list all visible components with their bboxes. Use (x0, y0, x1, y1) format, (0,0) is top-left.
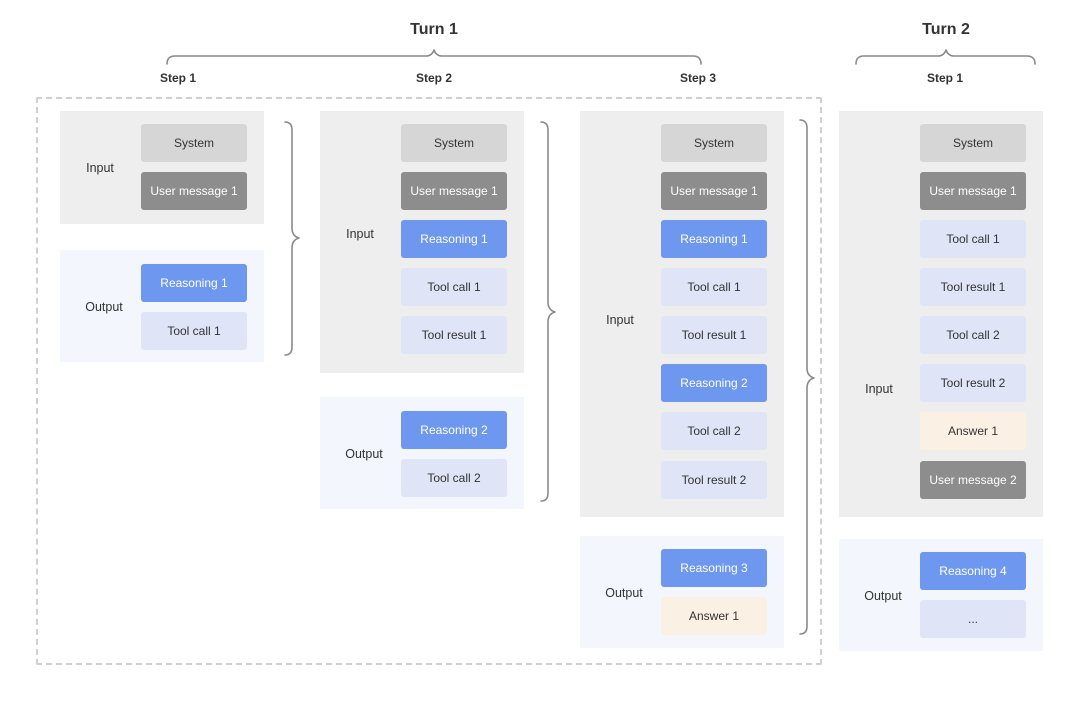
input-label: Input (346, 227, 374, 241)
system-chip: System (920, 124, 1026, 162)
tool-result-chip: Tool result 1 (920, 268, 1026, 306)
system-chip: System (141, 124, 247, 162)
output-label: Output (85, 300, 123, 314)
reasoning-chip: Reasoning 1 (141, 264, 247, 302)
output-label: Output (605, 586, 643, 600)
turn-2-step-1-label: Step 1 (926, 71, 963, 85)
system-chip: System (401, 124, 507, 162)
tool-call-chip: Tool call 2 (401, 459, 507, 497)
tool-call-chip: Tool call 1 (661, 268, 767, 306)
tool-result-chip: Tool result 1 (661, 316, 767, 354)
input-label: Input (865, 382, 893, 396)
reasoning-chip: Reasoning 1 (661, 220, 767, 258)
user-message-chip: User message 1 (401, 172, 507, 210)
user-message-chip: User message 1 (920, 172, 1026, 210)
turn-1-step-3-label: Step 3 (679, 71, 716, 85)
reasoning-chip: Reasoning 4 (920, 552, 1026, 590)
reasoning-chip: Reasoning 1 (401, 220, 507, 258)
user-message-chip: User message 2 (920, 461, 1026, 499)
output-label: Output (345, 447, 383, 461)
answer-chip: Answer 1 (920, 412, 1026, 450)
input-label: Input (86, 161, 114, 175)
turn-2-title: Turn 2 (922, 21, 970, 38)
tool-result-chip: Tool result 2 (920, 364, 1026, 402)
tool-call-chip: Tool call 1 (920, 220, 1026, 258)
input-label: Input (606, 313, 634, 327)
t1s1-input-panel: Input System User message 1 (60, 111, 264, 224)
tool-call-chip: Tool call 1 (401, 268, 507, 306)
tool-result-chip: Tool result 1 (401, 316, 507, 354)
turn-1-step-2-label: Step 2 (415, 71, 452, 85)
t1s3-output-panel: Output Reasoning 3 Answer 1 (580, 536, 784, 648)
tool-call-chip: Tool call 2 (920, 316, 1026, 354)
reasoning-chip: Reasoning 3 (661, 549, 767, 587)
user-message-chip: User message 1 (661, 172, 767, 210)
t1s3-input-panel: Input System User message 1 Reasoning 1 … (580, 111, 784, 517)
t2s1-output-panel: Output Reasoning 4 ... (839, 539, 1043, 651)
turn-1-step-1-label: Step 1 (159, 71, 196, 85)
tool-call-chip: Tool call 2 (661, 412, 767, 450)
turn-1-bracket (166, 49, 702, 65)
turn-1-title: Turn 1 (410, 21, 458, 38)
t1s2-input-panel: Input System User message 1 Reasoning 1 … (320, 111, 524, 373)
reasoning-chip: Reasoning 2 (401, 411, 507, 449)
user-message-chip: User message 1 (141, 172, 247, 210)
tool-call-chip: Tool call 1 (141, 312, 247, 350)
turn-1-frame (36, 97, 822, 665)
reasoning-chip: Reasoning 2 (661, 364, 767, 402)
system-chip: System (661, 124, 767, 162)
t1s2-output-panel: Output Reasoning 2 Tool call 2 (320, 397, 524, 509)
tool-result-chip: Tool result 2 (661, 461, 767, 499)
output-label: Output (864, 589, 902, 603)
answer-chip: Answer 1 (661, 597, 767, 635)
ellipsis-chip: ... (920, 600, 1026, 638)
t1s1-output-panel: Output Reasoning 1 Tool call 1 (60, 250, 264, 362)
turn-2-bracket (855, 49, 1036, 65)
t2s1-input-panel: Input System User message 1 Tool call 1 … (839, 111, 1043, 517)
